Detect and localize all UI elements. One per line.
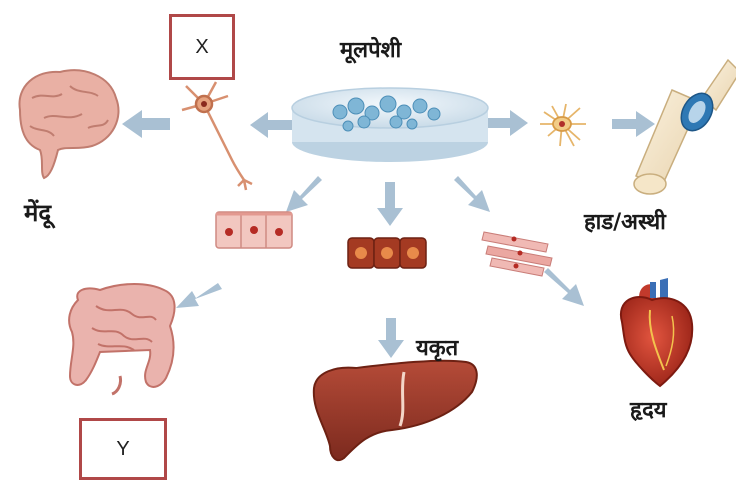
arrow-dish-to-muscle-cell: [454, 176, 490, 212]
box-y: Y: [79, 418, 167, 480]
intestine-organ: [69, 284, 174, 394]
arrow-muscle-cell-to-heart: [544, 268, 584, 306]
box-x-label: X: [195, 36, 208, 59]
liver-cells: [348, 238, 426, 268]
arrow-liver-cell-to-liver: [378, 318, 404, 358]
bone-cell: [540, 104, 586, 146]
arrow-dish-to-liver-cell: [377, 182, 403, 226]
bone-label: हाड/अस्थी: [584, 206, 666, 236]
heart-organ: [621, 278, 692, 386]
muscle-cells: [482, 232, 552, 276]
liver-organ: [314, 361, 477, 460]
intestinal-cells: [216, 212, 292, 248]
neuron-cell: [182, 82, 252, 190]
arrow-bonecell-to-bone: [612, 111, 655, 137]
brain-label: मेंदू: [24, 196, 51, 229]
arrow-intestinal-cell-to-intestine: [176, 283, 222, 308]
arrow-neuron-to-brain: [122, 110, 170, 138]
liver-label: यकृत: [416, 332, 458, 362]
box-x: X: [169, 14, 235, 80]
petri-dish: [292, 88, 488, 162]
heart-label: हृदय: [630, 394, 667, 424]
brain-organ: [19, 70, 118, 178]
box-y-label: Y: [116, 438, 129, 461]
arrow-dish-to-bonecell: [488, 110, 528, 136]
arrow-dish-to-neuron: [250, 112, 292, 138]
arrow-dish-to-intestinal-cell: [286, 176, 322, 212]
stem-cell-label: मूलपेशी: [340, 34, 401, 64]
